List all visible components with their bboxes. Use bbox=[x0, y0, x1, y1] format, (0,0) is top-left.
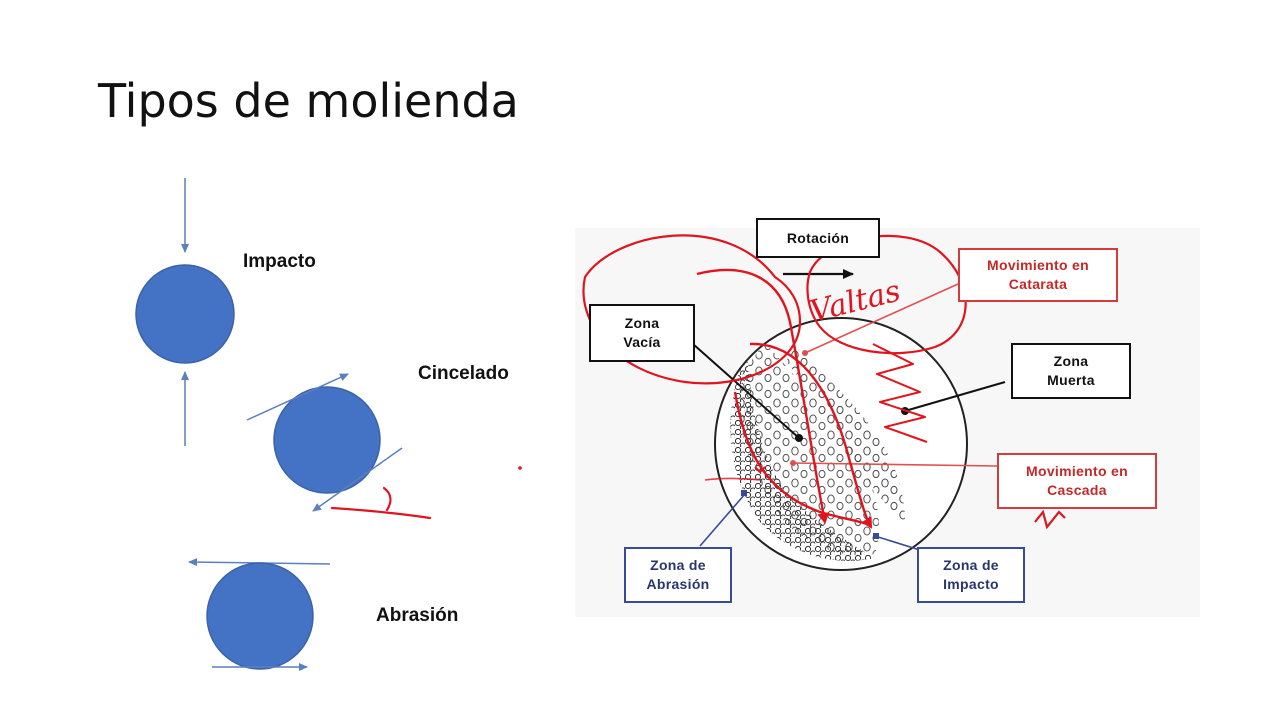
point-zona-vacia bbox=[795, 434, 803, 442]
label-impacto: Impacto bbox=[243, 251, 316, 272]
red-ink-mark bbox=[330, 506, 432, 520]
red-ink-circle-right bbox=[806, 234, 967, 355]
red-ink-trajectory bbox=[749, 342, 873, 529]
red-ink-mark bbox=[1034, 509, 1066, 530]
red-ink-mark bbox=[754, 466, 766, 474]
label-zona-vacia: Zona Vacía bbox=[589, 304, 695, 362]
label-movimiento-cascada: Movimiento en Cascada bbox=[997, 453, 1157, 509]
cascade-band bbox=[787, 342, 905, 522]
slide-title: Tipos de molienda bbox=[98, 74, 519, 128]
red-ink-trajectory bbox=[696, 268, 830, 524]
label-abrasion: Abrasión bbox=[376, 605, 459, 626]
label-zona-muerta: Zona Muerta bbox=[1011, 343, 1131, 399]
chisel-arrow-top bbox=[246, 373, 349, 421]
charge-band bbox=[740, 342, 879, 556]
leader-catarata bbox=[804, 283, 959, 354]
leader-zona-vacia bbox=[692, 343, 800, 439]
dense-charge bbox=[730, 354, 875, 561]
impact-ball bbox=[135, 264, 235, 364]
label-cincelado: Cincelado bbox=[418, 363, 509, 384]
ball-mill-diagram: Valtas Rotación Zona Vacía Zona Muerta M… bbox=[575, 218, 1200, 617]
leader-abrasion bbox=[699, 493, 746, 547]
leader-cascada bbox=[792, 462, 998, 467]
red-ink-mark bbox=[704, 477, 761, 481]
label-movimiento-catarata: Movimiento en Catarata bbox=[958, 248, 1118, 302]
label-zona-abrasion: Zona de Abrasión bbox=[624, 547, 732, 603]
label-zona-impacto: Zona de Impacto bbox=[917, 547, 1025, 603]
red-ink-circle-left bbox=[582, 234, 802, 385]
abrasion-ball bbox=[206, 562, 314, 670]
leader-impacto bbox=[874, 535, 924, 552]
leader-zona-muerta bbox=[904, 381, 1006, 412]
point-catarata bbox=[802, 350, 808, 356]
label-rotacion: Rotación bbox=[756, 218, 880, 258]
point-cascada bbox=[790, 460, 796, 466]
chisel-arrow-bottom bbox=[312, 447, 403, 512]
red-ink-mark bbox=[382, 486, 392, 512]
red-ink-dot bbox=[518, 466, 522, 470]
red-ink-zigzag bbox=[872, 343, 928, 443]
chisel-ball bbox=[273, 386, 381, 494]
grinding-types-diagram bbox=[135, 178, 522, 671]
red-ink-trajectory bbox=[733, 391, 868, 526]
point-impacto bbox=[873, 533, 879, 539]
point-abrasion bbox=[741, 490, 747, 496]
